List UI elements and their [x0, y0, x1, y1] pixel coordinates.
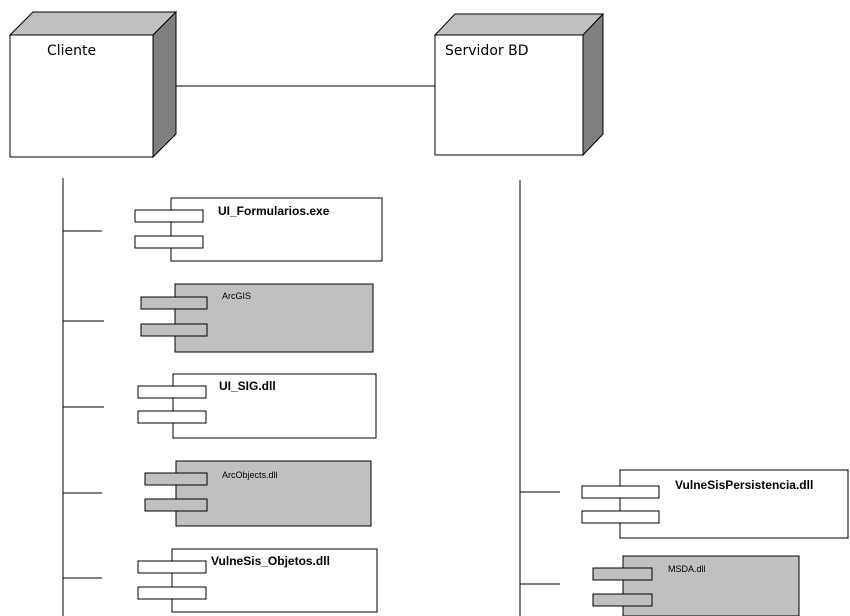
server-node-label: Servidor BD: [445, 43, 528, 59]
component-ui-sig: UI_SIG.dll: [137, 373, 377, 439]
component-label: VulneSis_Objetos.dll: [211, 554, 330, 568]
component-label: UI_SIG.dll: [219, 379, 276, 393]
client-node-label: Cliente: [47, 43, 96, 59]
component-msda: MSDA.dll: [592, 555, 800, 616]
component-label: MSDA.dll: [668, 564, 706, 574]
component-ui-formularios: UI_Formularios.exe: [134, 197, 383, 262]
component-label: UI_Formularios.exe: [218, 204, 330, 218]
component-vulnesis-persistencia: VulneSisPersistencia.dll: [581, 469, 849, 539]
component-label: VulneSisPersistencia.dll: [675, 478, 813, 492]
component-vulnesis-objetos: VulneSis_Objetos.dll: [137, 548, 378, 613]
component-arcgis: ArcGIS: [140, 283, 374, 353]
server-node: Servidor BD: [433, 12, 605, 157]
client-node: Cliente: [8, 10, 178, 159]
component-label: ArcGIS: [222, 291, 251, 301]
component-label: ArcObjects.dll: [222, 470, 278, 480]
component-arcobjects: ArcObjects.dll: [144, 460, 372, 527]
